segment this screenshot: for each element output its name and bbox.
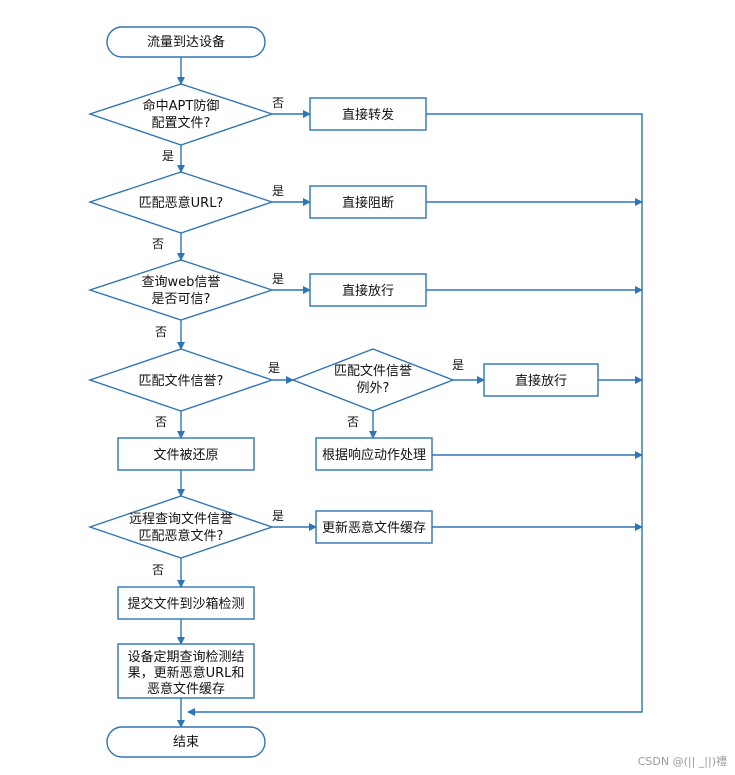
decision-file-reputation: 匹配文件信誉? (87, 348, 275, 412)
process-block: 直接阻断 (309, 185, 427, 219)
edge-label-d2-no: 否 (152, 237, 164, 251)
process-pass-2-label: 直接放行 (515, 373, 567, 389)
process-update-cache: 更新恶意文件缓存 (315, 510, 433, 544)
decision-file-reputation-exception: 匹配文件信誉 例外? (291, 348, 455, 412)
decision-malicious-url: 匹配恶意URL? (87, 171, 275, 234)
decision-remote-query-line2: 匹配恶意文件? (139, 528, 224, 544)
start-terminator: 流量到达设备 (106, 26, 266, 58)
edge-label-d1-yes: 是 (162, 149, 174, 163)
process-block-label: 直接阻断 (342, 195, 394, 211)
process-pass-1-label: 直接放行 (342, 283, 394, 299)
process-handle-action-label: 根据响应动作处理 (322, 447, 426, 463)
process-sandbox-label: 提交文件到沙箱检测 (127, 596, 244, 612)
decision-exception-line1: 匹配文件信誉 (334, 364, 412, 379)
process-update-cache-label: 更新恶意文件缓存 (322, 520, 426, 536)
decision-exception-line2: 例外? (357, 381, 390, 396)
decision-apt-profile-line1: 命中APT防御 (143, 98, 220, 114)
decision-remote-query: 远程查询文件信誉 匹配恶意文件? (87, 495, 275, 559)
edge-labels: 否 是 是 否 是 否 是 是 否 否 是 否 (152, 96, 464, 577)
start-label: 流量到达设备 (147, 34, 225, 50)
connectors (177, 57, 643, 728)
decision-web-reputation-line1: 查询web信誉 (142, 275, 221, 290)
decision-malicious-url-label: 匹配恶意URL? (139, 195, 224, 211)
end-terminator: 结束 (106, 726, 266, 758)
edge-label-d1-no: 否 (272, 96, 284, 110)
edge-label-d5-yes: 是 (452, 358, 464, 372)
watermark: CSDN @(|| _||)禮 (638, 755, 727, 768)
process-pass-2: 直接放行 (483, 363, 599, 397)
decision-file-reputation-label: 匹配文件信誉? (139, 374, 224, 389)
edge-label-d6-yes: 是 (272, 509, 284, 523)
edge-label-d4-no: 否 (155, 415, 167, 429)
edge-label-d6-no: 否 (152, 563, 164, 577)
edge-label-d3-yes: 是 (272, 272, 284, 286)
edge-label-d3-no: 否 (155, 325, 167, 339)
decision-apt-profile: 命中APT防御 配置文件? (87, 83, 275, 146)
decision-web-reputation: 查询web信誉 是否可信? (87, 259, 275, 321)
process-sandbox: 提交文件到沙箱检测 (117, 586, 255, 620)
process-file-restored: 文件被还原 (117, 437, 255, 471)
process-periodic-line3: 恶意文件缓存 (147, 681, 225, 697)
process-periodic-line2: 果，更新恶意URL和 (128, 665, 245, 681)
process-forward-label: 直接转发 (342, 107, 394, 123)
edge-label-d5-no: 否 (347, 415, 359, 429)
end-label: 结束 (173, 735, 199, 750)
process-periodic-line1: 设备定期查询检测结 (127, 649, 244, 665)
process-pass-1: 直接放行 (309, 273, 427, 307)
decision-apt-profile-line2: 配置文件? (152, 116, 211, 131)
process-file-restored-label: 文件被还原 (153, 448, 218, 463)
edge-label-d2-yes: 是 (272, 184, 284, 198)
decision-web-reputation-line2: 是否可信? (152, 292, 211, 307)
process-periodic-query: 设备定期查询检测结 果，更新恶意URL和 恶意文件缓存 (117, 643, 255, 699)
edge-label-d4-yes: 是 (268, 361, 280, 375)
process-handle-action: 根据响应动作处理 (315, 437, 433, 471)
process-forward: 直接转发 (309, 97, 427, 131)
decision-remote-query-line1: 远程查询文件信誉 (129, 512, 233, 527)
